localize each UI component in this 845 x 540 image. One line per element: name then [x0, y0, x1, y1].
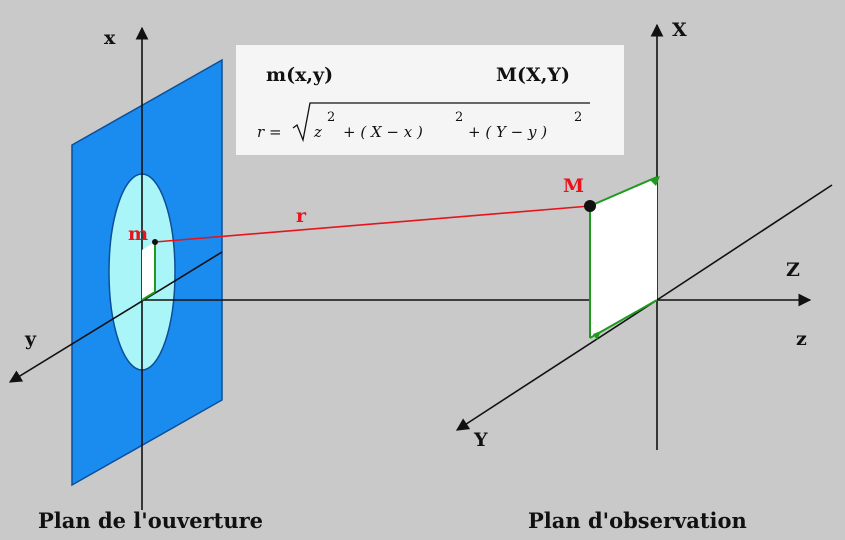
formula-term2: + ( Y − y ) [468, 123, 547, 141]
projection-tick-bottom [593, 331, 601, 340]
formula-lhs: r = [257, 123, 282, 141]
formula-z: z [313, 123, 322, 141]
radical-sign [292, 102, 590, 143]
label-y-axis: y [24, 328, 37, 350]
label-z-axis: z [796, 328, 807, 350]
y-axis [8, 251, 223, 383]
exponent-term2: 2 [574, 110, 582, 125]
caption-aperture-plane: Plan de l'ouverture [38, 508, 263, 533]
Y-axis-upper [656, 184, 833, 301]
label-M: M [563, 175, 584, 197]
label-X-axis: X [672, 19, 687, 41]
formula-box [236, 45, 624, 155]
observation-projection-bottom [589, 299, 658, 339]
observation-projection [590, 177, 657, 338]
Y-axis [455, 299, 658, 431]
formula-term1: + ( X − x ) [343, 123, 423, 141]
exponent-term1: 2 [455, 110, 463, 125]
label-r: r [296, 205, 307, 227]
M-coordinates: M(X,Y) [496, 64, 570, 86]
distance-formula: r = z 2 + ( X − x ) 2 + ( Y − y ) 2 [257, 102, 590, 143]
label-x-axis: x [104, 27, 116, 49]
aperture-projection-diagonal [141, 291, 156, 301]
exponent-z: 2 [327, 110, 335, 125]
observation-projection-top [589, 176, 658, 207]
point-m [152, 239, 158, 245]
m-coordinates: m(x,y) [266, 64, 333, 86]
aperture-projection [142, 242, 155, 300]
label-Y-axis: Y [473, 429, 488, 451]
caption-observation-plane: Plan d'observation [528, 508, 747, 533]
point-M [584, 200, 596, 212]
projection-tick-top [650, 176, 660, 186]
label-Z-axis: Z [786, 259, 800, 281]
label-m: m [128, 223, 148, 245]
ray-r [154, 205, 591, 243]
